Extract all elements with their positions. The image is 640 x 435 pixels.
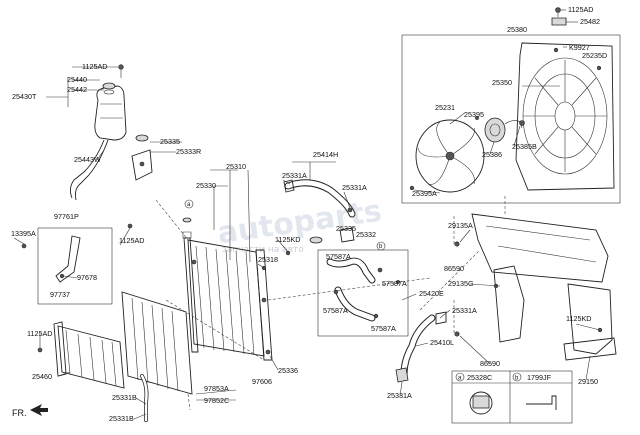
label-1125ad-top: 1125AD <box>568 5 593 14</box>
label-57587a-4: 57587A <box>371 324 396 333</box>
label-25331a-3: 25331A <box>452 306 477 315</box>
label-25460: 25460 <box>32 372 52 381</box>
label-1125kd-mid: 1125KD <box>275 235 300 244</box>
label-86590-1: 86590 <box>444 264 464 273</box>
label-25420e: 25420E <box>419 289 444 298</box>
label-25385b: 25385B <box>512 142 537 151</box>
label-25380: 25380 <box>507 25 527 34</box>
label-25430t: 25430T <box>12 92 37 101</box>
callout-b: b <box>379 244 383 250</box>
legend-b-label: 1799JF <box>527 373 552 382</box>
label-25442: 25442 <box>67 85 87 94</box>
label-25386: 25386 <box>482 150 502 159</box>
lower-hose <box>395 311 447 383</box>
label-97852c: 97852C <box>204 396 229 405</box>
radiator <box>183 169 273 361</box>
radiator-cap <box>131 134 192 239</box>
legend-a-label: 25328C <box>467 373 492 382</box>
label-25395: 25395 <box>464 110 484 119</box>
label-25331b-1: 25331B <box>112 393 137 402</box>
label-25333r: 25333R <box>176 147 201 156</box>
label-1125ad-left: 1125AD <box>27 329 52 338</box>
air-guards <box>454 213 617 361</box>
label-25336: 25336 <box>278 366 298 375</box>
label-97737: 97737 <box>50 290 70 299</box>
label-25331a-1: 25331A <box>282 171 307 180</box>
label-1125ad-mid: 1125AD <box>119 236 144 245</box>
watermark: autoparts запчасти на авто <box>215 194 384 255</box>
label-25235d: 25235D <box>582 51 607 60</box>
label-57587a-2: 57587A <box>382 279 407 288</box>
label-13395a: 13395A <box>11 229 36 238</box>
label-25310: 25310 <box>226 162 246 171</box>
fan-shroud-group <box>401 34 621 204</box>
callout-a: a <box>187 202 191 208</box>
label-25410l: 25410L <box>430 338 454 347</box>
label-25331b-2: 25331B <box>109 414 134 423</box>
label-fr: FR. <box>12 408 27 418</box>
legend-a-mark: a <box>458 376 462 382</box>
label-1125ad-reservoir: 1125AD <box>82 62 107 71</box>
legend-b-mark: b <box>515 376 519 382</box>
label-k9927: K9927 <box>569 43 590 52</box>
label-25231: 25231 <box>435 103 455 112</box>
label-25414h: 25414H <box>313 150 338 159</box>
label-1125kd-right: 1125KD <box>566 314 591 323</box>
label-leaders <box>13 18 601 420</box>
label-97853a: 97853A <box>204 384 229 393</box>
label-25335: 25335 <box>160 137 180 146</box>
label-97678: 97678 <box>77 273 97 282</box>
condenser <box>37 291 193 422</box>
label-25330: 25330 <box>196 181 216 190</box>
label-29150: 29150 <box>578 377 598 386</box>
pad-and-cap <box>261 227 355 271</box>
label-57587a-1: 57587A <box>326 252 351 261</box>
label-29135g: 29135G <box>448 279 474 288</box>
label-25350: 25350 <box>492 78 512 87</box>
label-25395a: 25395A <box>412 189 437 198</box>
legend-box <box>451 370 573 424</box>
label-25331a-4: 25331A <box>387 391 412 400</box>
label-97761p: 97761P <box>54 212 79 221</box>
coolant-reservoir <box>46 64 127 201</box>
bracket-box-97761p <box>21 223 133 305</box>
callouts <box>184 199 386 251</box>
assembly-guides <box>155 196 506 411</box>
front-direction-arrow <box>30 404 48 416</box>
top-right-fasteners <box>551 7 578 48</box>
label-25318: 25318 <box>258 255 278 264</box>
label-25482: 25482 <box>580 17 600 26</box>
label-97606: 97606 <box>252 377 272 386</box>
label-57587a-3: 57587A <box>323 306 348 315</box>
part-labels: 1125AD 25482 25380 K9927 25235D 25350 25… <box>11 5 607 423</box>
upper-hose <box>283 161 356 218</box>
label-25331a-2: 25331A <box>342 183 367 192</box>
label-25332: 25332 <box>356 230 376 239</box>
label-25440: 25440 <box>67 75 87 84</box>
hose-box-57587a <box>317 249 409 337</box>
label-29135a: 29135A <box>448 221 473 230</box>
label-25335-2: 25335 <box>336 224 356 233</box>
label-86590-2: 86590 <box>480 359 500 368</box>
label-25443w: 25443W <box>74 155 101 164</box>
